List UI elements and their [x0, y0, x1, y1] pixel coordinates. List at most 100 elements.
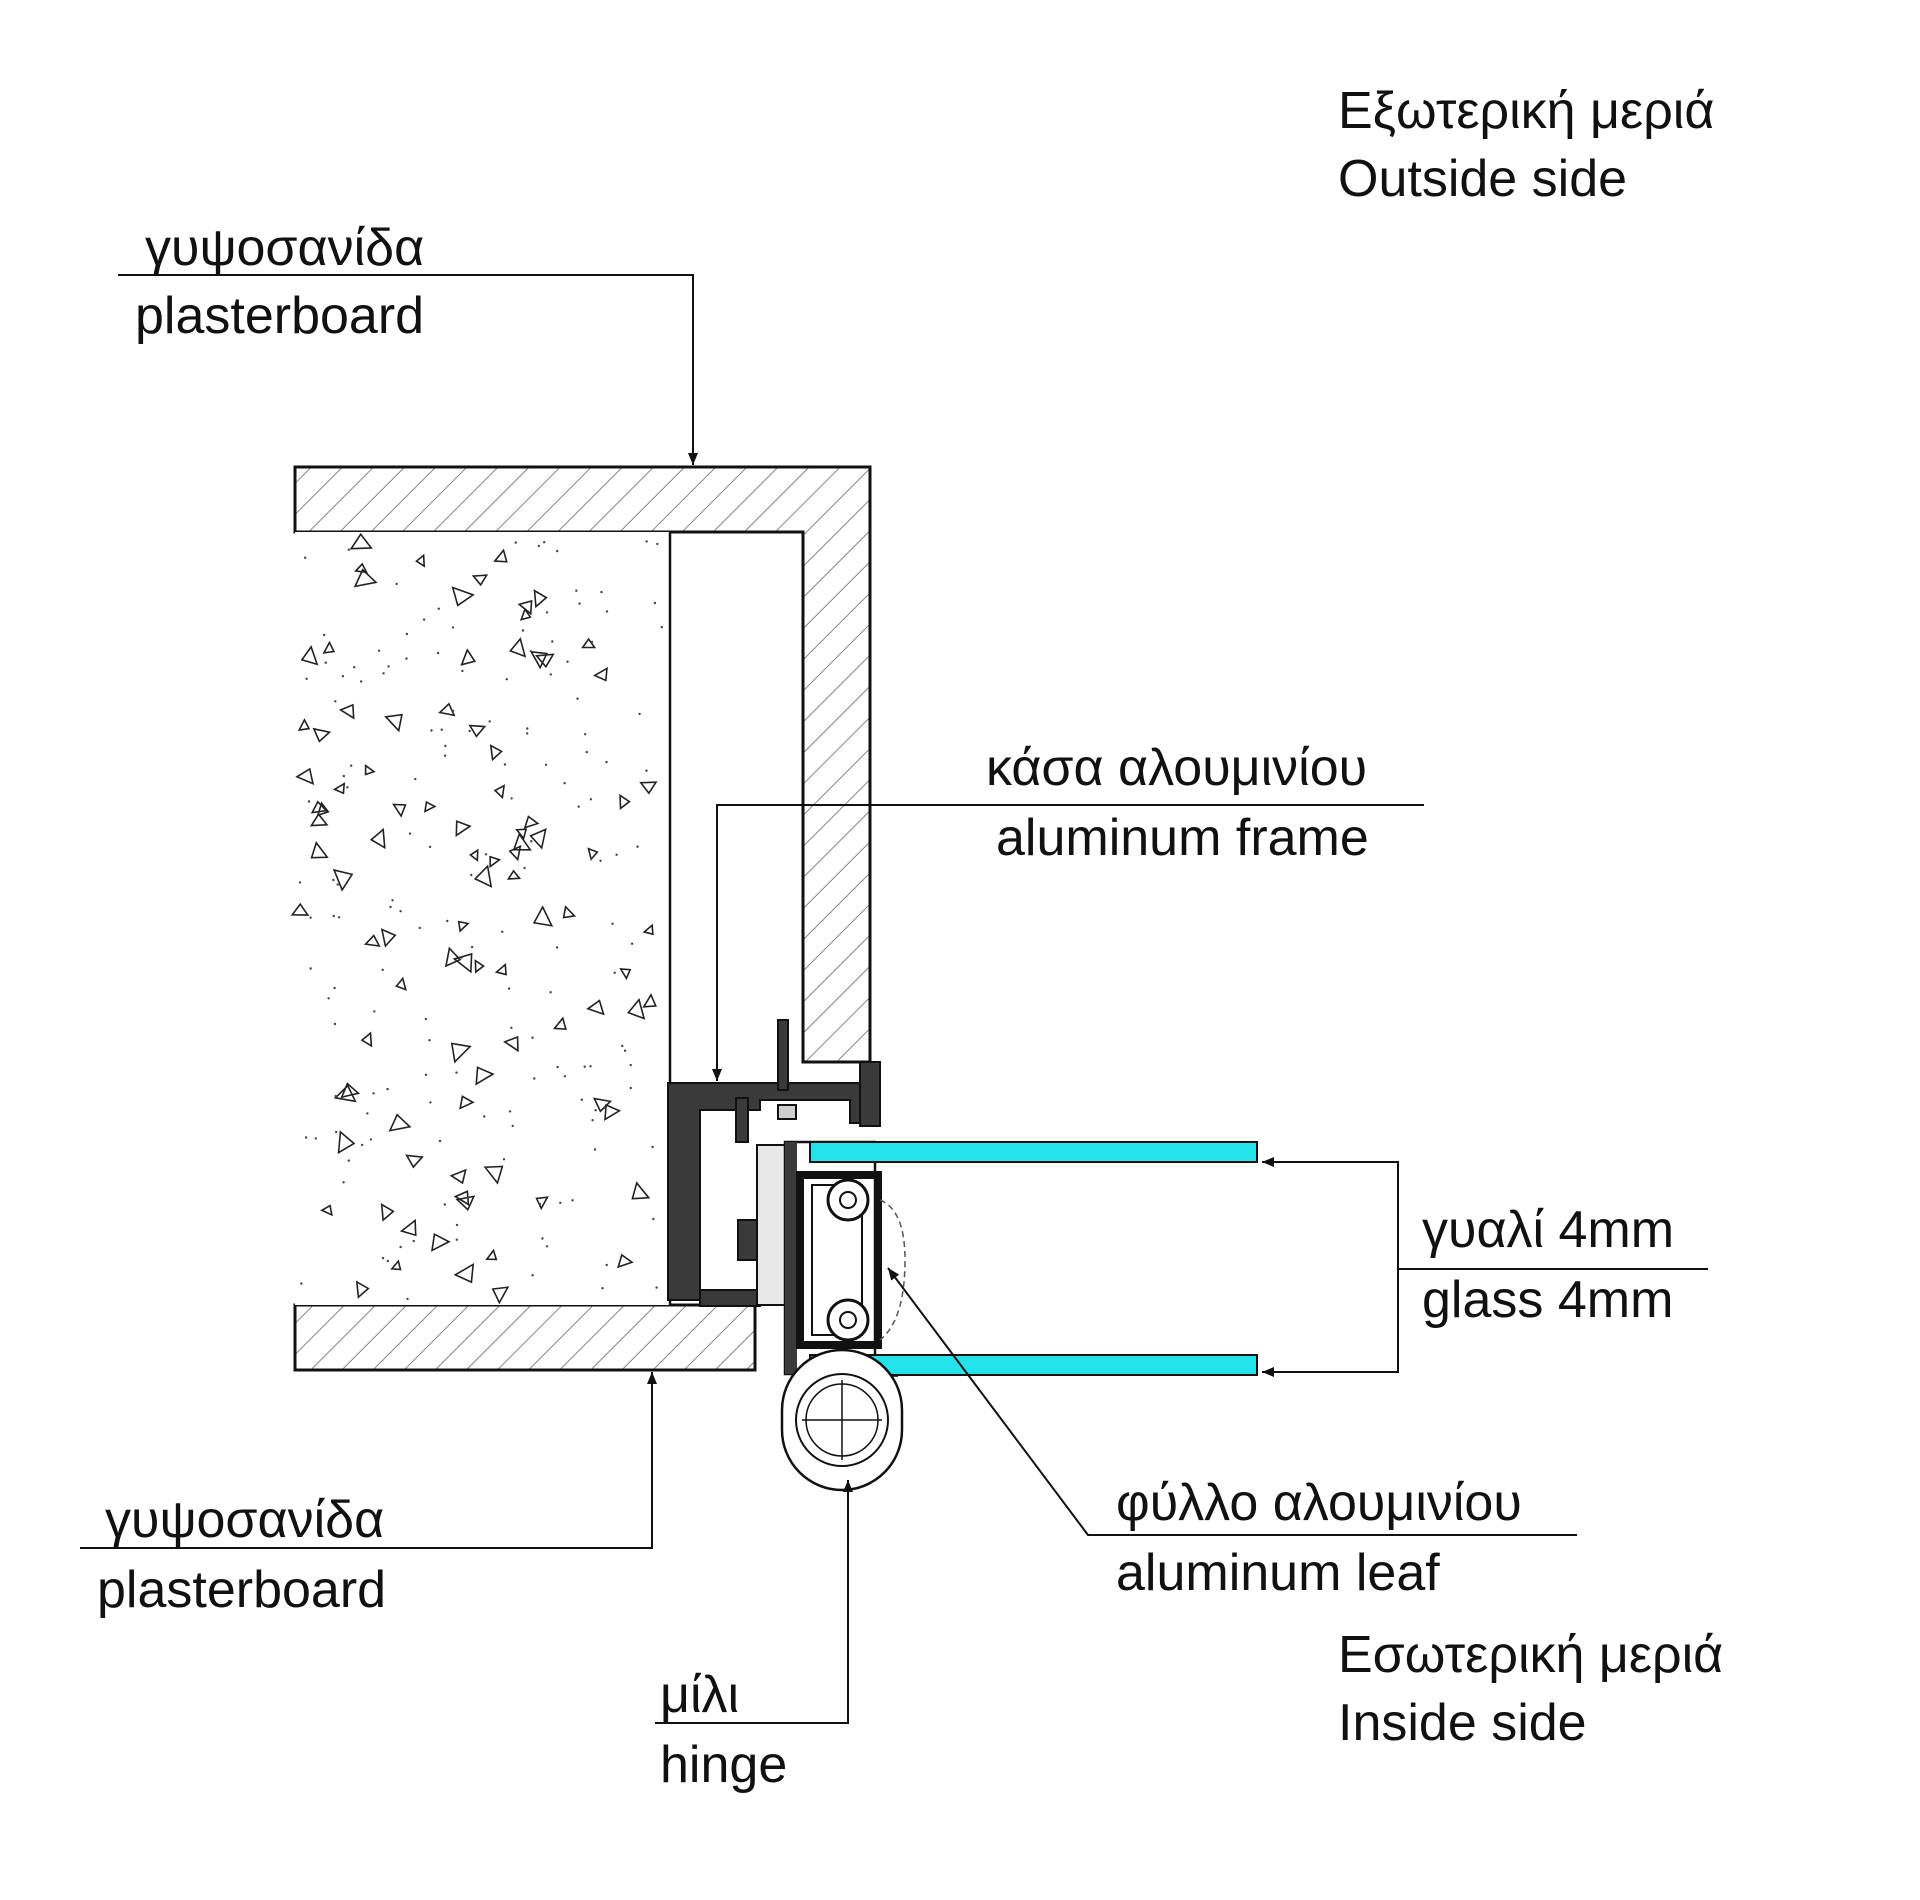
speckle-dot	[559, 1201, 562, 1205]
speckle-dot	[309, 967, 312, 970]
speckle-dot	[545, 1245, 549, 1248]
glass-pane-top	[809, 1141, 1258, 1163]
speckle-dot	[514, 541, 517, 544]
speckle-dot	[605, 610, 609, 613]
speckle-dot	[591, 1119, 594, 1122]
speckle-dot	[533, 1077, 536, 1080]
speckle-dot	[556, 1065, 559, 1069]
speckle-mark	[617, 1253, 634, 1269]
speckle-dot	[323, 633, 326, 637]
outside-side-label-en: Outside side	[1338, 150, 1627, 208]
speckle-mark	[533, 589, 548, 609]
speckle-mark	[631, 1181, 651, 1200]
speckle-dot	[483, 1115, 486, 1118]
speckle-dot	[615, 853, 618, 856]
speckle-mark	[455, 1195, 476, 1212]
speckle-dot	[531, 1274, 534, 1277]
speckle-mark	[519, 607, 532, 621]
speckle-mark	[627, 997, 646, 1020]
speckle-dot	[605, 1263, 608, 1267]
speckle-dot	[455, 1223, 459, 1227]
speckle-mark	[508, 845, 522, 862]
speckle-dot	[377, 649, 381, 652]
speckle-mark	[310, 800, 328, 814]
speckle-dot	[414, 777, 417, 781]
speckle-dot	[455, 1071, 458, 1074]
speckle-dot	[636, 845, 639, 848]
speckle-dot	[549, 673, 552, 676]
speckle-mark	[474, 959, 485, 974]
speckle-mark	[483, 1165, 504, 1185]
speckle-dot	[507, 987, 511, 990]
speckle-dot	[372, 1092, 375, 1095]
speckle-mark	[444, 946, 462, 968]
speckle-mark	[509, 637, 527, 658]
leader-lines	[80, 274, 1708, 1724]
speckle-dot	[526, 727, 529, 730]
speckle-dot	[468, 729, 471, 733]
speckle-mark	[340, 1082, 361, 1099]
speckle-dot	[443, 1203, 446, 1206]
speckle-mark	[438, 702, 456, 717]
speckle-dot	[580, 1098, 583, 1101]
speckle-dot	[484, 853, 488, 856]
speckle-dot	[332, 878, 335, 882]
speckle-mark	[295, 767, 315, 785]
speckle-dot	[305, 677, 308, 680]
speckle-mark	[395, 976, 407, 991]
speckle-mark	[333, 1084, 357, 1103]
speckle-dot	[412, 1239, 415, 1243]
speckle-dot	[386, 1087, 389, 1091]
speckle-dot	[621, 1044, 624, 1048]
speckle-dot	[309, 916, 312, 919]
speckle-dot	[406, 1297, 409, 1301]
speckle-mark	[619, 793, 631, 811]
speckle-dot	[314, 1137, 317, 1140]
speckle-mark	[534, 653, 555, 669]
plasterboard-bottom-label-gr: γυψοσανίδα	[105, 1491, 384, 1549]
speckle-dot	[593, 1148, 597, 1151]
speckle-dot	[451, 709, 455, 713]
speckle-dot	[503, 763, 507, 766]
speckle-mark	[316, 801, 330, 817]
speckle-dot	[529, 650, 533, 653]
speckle-mark	[390, 1259, 402, 1271]
speckle-dot	[353, 666, 356, 669]
speckle-dot	[645, 540, 648, 543]
speckle-dot	[549, 991, 552, 994]
speckle-dot	[391, 899, 394, 902]
speckle-dot	[589, 1065, 592, 1068]
speckle-mark	[459, 1095, 475, 1110]
speckle-mark	[642, 923, 654, 936]
aluminum-frame-label-en: aluminum frame	[996, 809, 1369, 867]
speckle-mark	[639, 781, 658, 795]
speckle-mark	[485, 1248, 498, 1261]
speckle-mark	[586, 999, 605, 1016]
speckle-mark	[604, 1103, 622, 1121]
speckle-mark	[587, 847, 599, 862]
speckle-mark	[290, 902, 310, 916]
speckle-dot	[466, 1196, 470, 1200]
speckle-dot	[638, 712, 641, 716]
speckle-mark	[322, 640, 336, 654]
speckle-dot	[599, 859, 602, 862]
speckle-dot	[430, 729, 433, 732]
speckle-dot	[613, 971, 616, 974]
speckle-mark	[388, 1113, 412, 1132]
speckle-dot	[501, 930, 504, 933]
speckle-dot	[611, 922, 614, 925]
speckle-mark	[512, 832, 532, 851]
speckle-dot	[531, 1036, 534, 1039]
speckle-mark	[489, 744, 503, 762]
speckle-mark	[491, 1286, 510, 1305]
speckle-dot	[505, 678, 508, 681]
speckle-dot	[543, 541, 546, 544]
speckle-mark	[364, 763, 376, 776]
speckle-mark	[457, 920, 470, 933]
speckle-dot	[451, 626, 455, 629]
speckle-dot	[443, 754, 447, 757]
outside-side-label-gr: Εξωτερική μεριά	[1338, 82, 1714, 140]
speckle-mark	[360, 1031, 373, 1048]
speckle-dot	[337, 916, 341, 919]
speckle-dot	[600, 590, 603, 594]
